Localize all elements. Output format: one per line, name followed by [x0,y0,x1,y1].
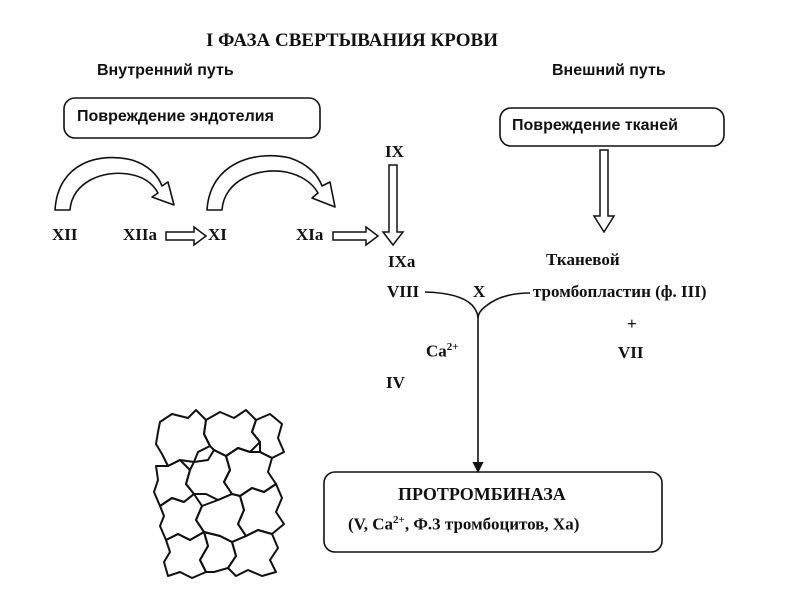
factor-iv: IV [386,373,405,392]
tissue-factor-line1: Тканевой [546,250,620,269]
diagram-title: I ФАЗА СВЕРТЫВАНИЯ КРОВИ [206,30,498,51]
curved-arrow-xi-to-xia [206,154,336,211]
prothrombinase-title: ПРОТРОМБИНАЗА [398,484,566,504]
components-suffix: , Ф.3 тромбоцитов, Xa) [404,514,580,534]
components-calcium-charge: 2+ [393,514,405,526]
prothrombinase-box [323,471,663,553]
calcium-charge: 2+ [446,341,459,353]
plus-sign: + [627,314,637,333]
arrow-xia-to-ix [332,225,380,247]
arrow-xiia-to-xi [165,225,208,247]
factor-viii: VIII [387,282,420,301]
extrinsic-pathway-heading: Внешний путь [552,62,666,79]
factor-xiia: XIIa [123,225,158,244]
factor-ixa: IXa [388,252,416,271]
tissue-damage-label: Повреждение тканей [512,117,678,134]
factor-xia: XIa [296,225,324,244]
platelet-cluster-image [153,409,285,579]
components-prefix: (V, Ca [348,514,394,534]
intrinsic-pathway-heading: Внутренний путь [97,62,234,79]
arrow-ix-down [381,164,405,247]
curved-arrow-xii-to-xiia [54,156,175,211]
endothelium-damage-box [63,97,321,139]
calcium-label: Ca2+ [426,341,459,362]
prothrombinase-components: (V, Ca2+, Ф.3 тромбоцитов, Xa) [348,514,579,535]
calcium-symbol: Ca [426,341,447,361]
factor-x: X [473,282,486,301]
arrow-tissue-down [592,149,616,234]
tissue-damage-box [499,107,725,147]
factor-xii: XII [52,225,78,244]
endothelium-damage-label: Повреждение эндотелия [77,108,274,125]
factor-vii: VII [618,343,644,362]
factor-xi: XI [208,225,227,244]
factor-ix: IX [385,142,404,161]
tissue-factor-line2: тромбопластин (ф. III) [533,282,707,301]
